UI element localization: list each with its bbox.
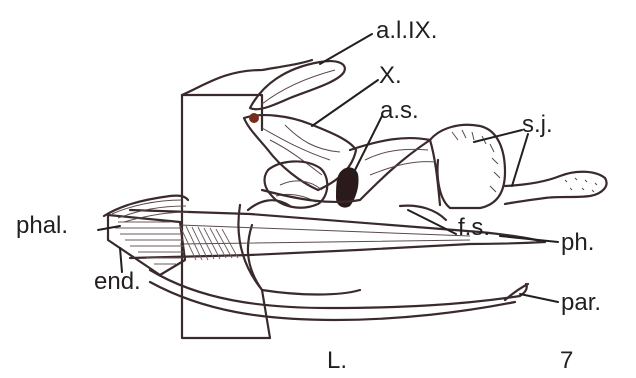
label-figure-number: 7 [560,349,573,373]
leader-sj-2 [512,134,528,186]
label-x: X. [379,64,402,88]
endophallus-hatching [115,222,184,264]
leader-par [520,294,558,302]
paramere [150,270,527,320]
label-ph: ph. [561,231,594,255]
label-view: L. [327,349,347,373]
leader-ph [500,236,558,242]
lobe-alix-inner [262,70,335,104]
sj-club [505,172,607,204]
label-as: a.s. [380,99,419,123]
label-phal: phal. [16,214,68,238]
label-sj: s.j. [522,113,553,137]
dorsal-arch [182,60,312,95]
label-fs: f.s. [458,216,490,240]
sj-club-dots [565,178,597,192]
endophallus [108,215,185,275]
leader-as [352,116,382,176]
label-par: par. [561,291,601,315]
accent-mark [249,113,259,123]
sj-bristles [452,130,500,192]
leader-fs [408,210,456,234]
label-end: end. [94,270,141,294]
leader-alix [320,34,372,64]
label-alix: a.l.IX. [376,19,437,43]
